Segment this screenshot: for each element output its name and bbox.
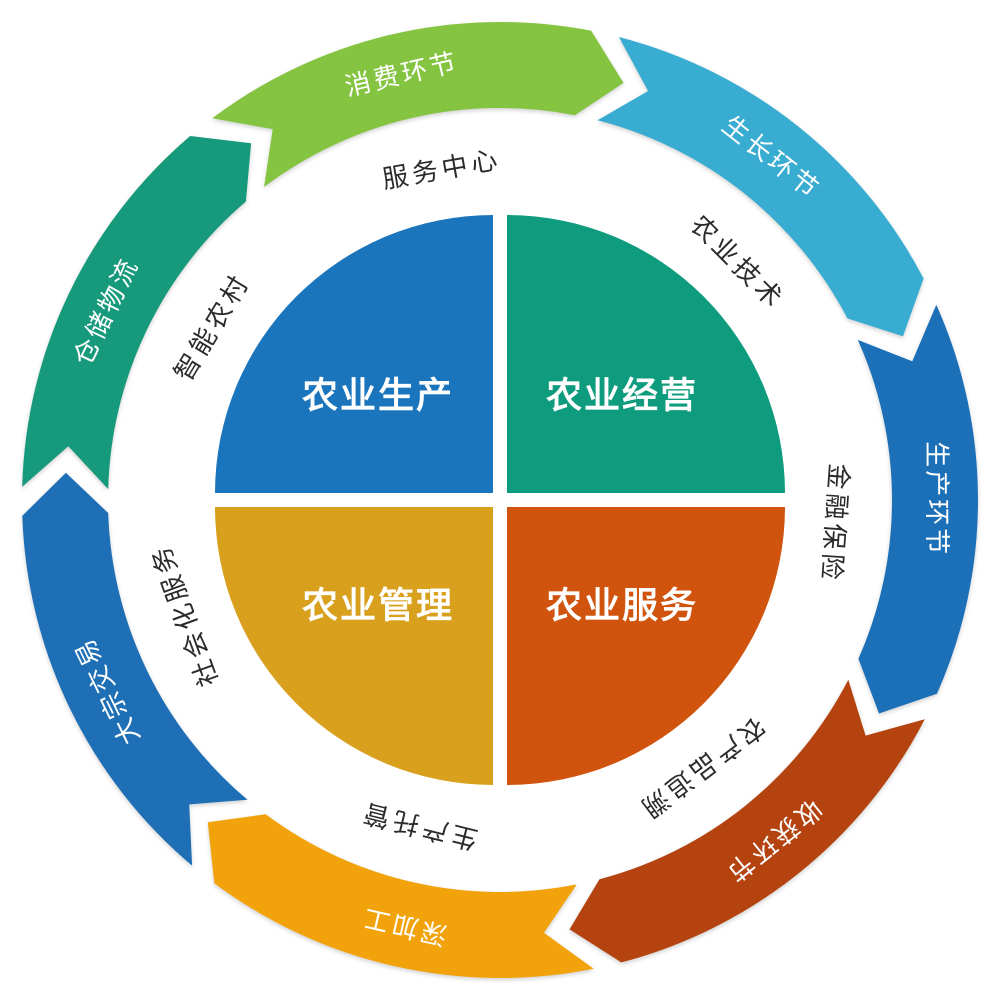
middle-ring-label-finance-insurance: 金融保险 [816, 462, 854, 584]
quadrant-label-agriculture-production: 农业生产 [302, 375, 454, 416]
quadrant-agriculture-service [507, 507, 785, 785]
outer-arrow-label-production-phase: 生产环节 [922, 441, 952, 557]
outer-arrow-processing-phase [207, 814, 594, 978]
quadrant-label-agriculture-operation: 农业经营 [546, 375, 698, 416]
outer-arrow-bulk-trading-phase [22, 472, 248, 866]
middle-ring-label-smart-countryside: 智能农村 [168, 268, 256, 386]
quadrant-agriculture-production [215, 215, 493, 493]
outer-arrow-warehousing-logistics-phase [22, 136, 252, 490]
quadrant-agriculture-management [215, 507, 493, 785]
outer-arrow-growth-phase [597, 37, 924, 337]
quadrant-label-agriculture-service: 农业服务 [546, 585, 698, 626]
outer-arrow-consumption-phase [212, 22, 624, 187]
middle-ring-label-service-center: 服务中心 [380, 144, 503, 194]
quadrant-label-agriculture-management: 农业管理 [302, 585, 454, 626]
middle-ring-label-production-trusteeship: 生产托管 [357, 797, 481, 855]
quadrant-agriculture-operation [507, 215, 785, 493]
outer-arrow-harvest-phase [569, 679, 925, 963]
outer-arrow-production-phase [857, 304, 978, 714]
middle-ring-label-socialized-service: 社会化服务 [145, 539, 224, 690]
